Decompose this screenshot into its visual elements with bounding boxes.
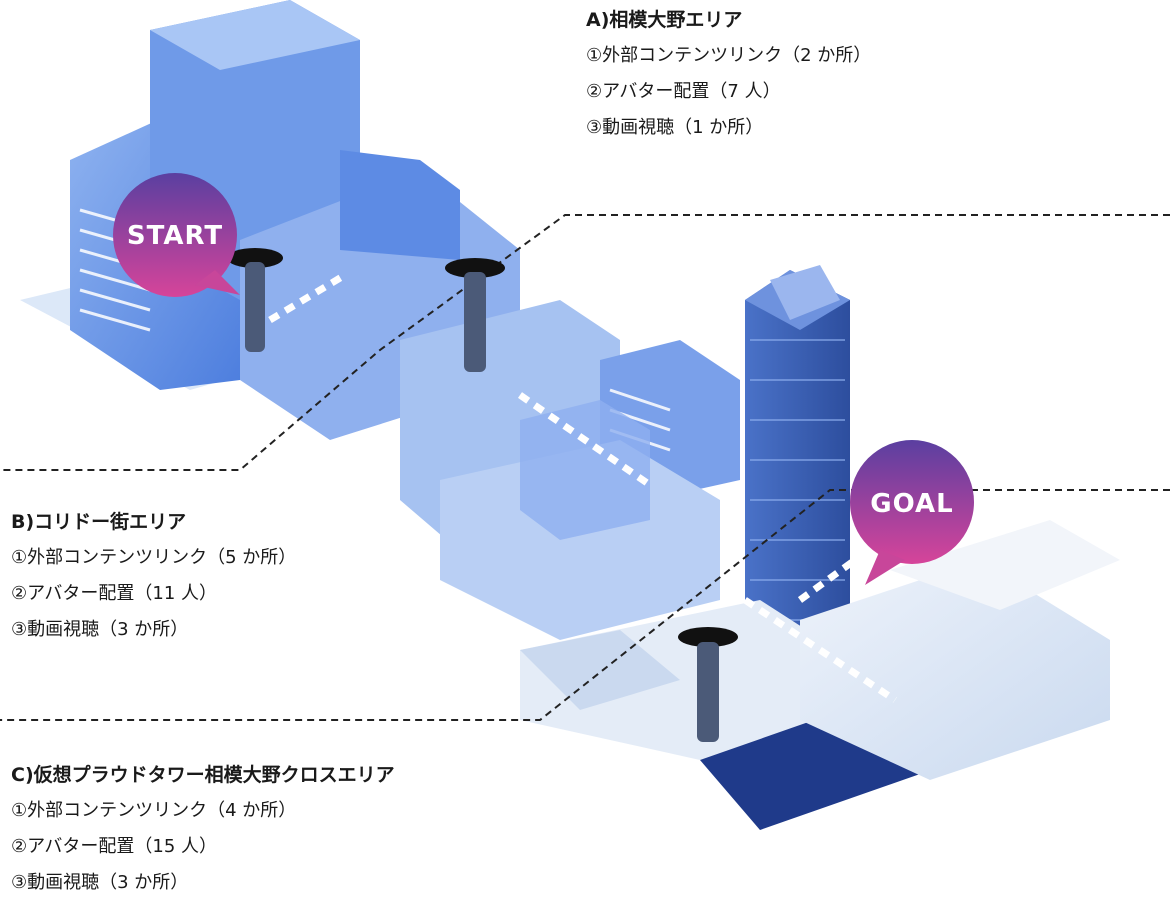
area-a-item-videos: ③動画視聴（1 か所） (586, 117, 764, 138)
avatar-figure-1 (227, 248, 283, 352)
start-label: START (127, 221, 223, 251)
avatar-figure-2 (445, 258, 505, 372)
area-b-item-videos: ③動画視聴（3 か所） (11, 619, 189, 640)
avatar-figure-3 (678, 627, 738, 742)
area-a-title: A)相模大野エリア (586, 9, 743, 31)
area-b-title: B)コリドー街エリア (11, 511, 187, 533)
area-a-info: A)相模大野エリア ①外部コンテンツリンク（2 か所） ②アバター配置（7 人）… (586, 2, 871, 146)
goal-label: GOAL (870, 489, 953, 519)
area-c-item-links: ①外部コンテンツリンク（4 か所） (11, 800, 297, 821)
area-c-item-videos: ③動画視聴（3 か所） (11, 872, 189, 893)
area-b-item-links: ①外部コンテンツリンク（5 か所） (11, 547, 297, 568)
area-divider-lines (0, 214, 1170, 721)
area-c-info: C)仮想プラウドタワー相模大野クロスエリア ①外部コンテンツリンク（4 か所） … (11, 757, 395, 901)
area-b-info: B)コリドー街エリア ①外部コンテンツリンク（5 か所） ②アバター配置（11 … (11, 504, 296, 648)
area-c-item-avatars: ②アバター配置（15 人） (11, 836, 218, 857)
area-a-item-links: ①外部コンテンツリンク（2 か所） (586, 45, 872, 66)
goal-marker: GOAL (850, 440, 974, 585)
area-c-title: C)仮想プラウドタワー相模大野クロスエリア (11, 764, 395, 786)
route-path (268, 271, 897, 703)
start-marker: START (113, 173, 240, 297)
area-b-item-avatars: ②アバター配置（11 人） (11, 583, 218, 604)
area-a-item-avatars: ②アバター配置（7 人） (586, 81, 781, 102)
tower-building (745, 265, 850, 665)
building-cluster-b (440, 400, 720, 640)
